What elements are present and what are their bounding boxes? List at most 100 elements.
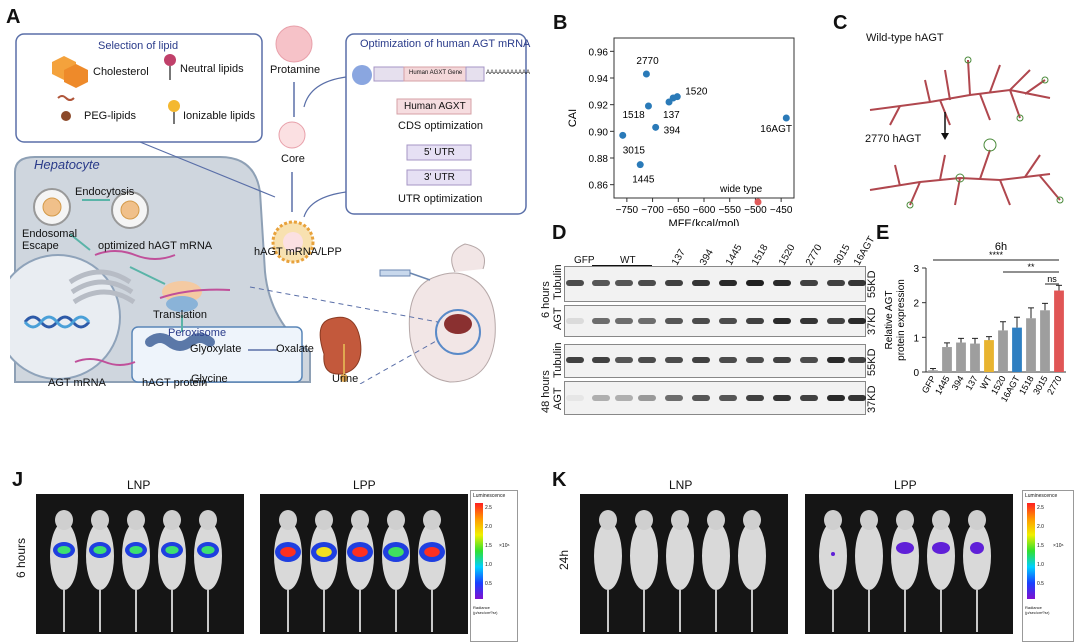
blot-band [848,318,866,324]
b-ytick-label: 0.88 [589,154,609,165]
mouse-body [738,522,766,590]
panel-a-schematic [10,25,527,384]
kd55-6h-label: 55KD [866,270,878,298]
blot-band [827,318,845,324]
panel-label-j: J [12,469,24,491]
mouse-head [671,510,689,530]
blot-band [592,395,610,401]
blot-band [638,357,656,363]
mouse-body [963,522,991,590]
mouse-head [163,510,181,530]
blot-band [638,395,656,401]
protamine-label: Protamine [270,64,321,76]
luminescence-signal [932,542,950,554]
k-cb-unit: Radiance (p/sec/cm²/sr) [1025,605,1050,615]
lane-label: 1445 [724,242,745,268]
b-point [754,198,762,206]
e-bar [1054,290,1064,372]
j-lnp-image [36,494,244,634]
luminescence-signal [970,542,984,554]
e-bar [984,340,994,372]
b-point [619,131,627,139]
glyoxylate-label: Glyoxylate [190,343,242,355]
b-ytick-label: 0.96 [589,47,609,58]
utr5-label: 5' UTR [424,147,455,158]
b-point-label: 394 [664,125,681,136]
b-xtick-label: −550 [718,205,741,216]
j-cb-exp: ×10⁶ [499,543,510,549]
b-point-label: 16AGT [760,124,792,135]
b-point-label: 1445 [632,175,655,186]
agt-6h-label: AGT [552,307,564,330]
b-point-label: 2770 [636,56,659,67]
wt-underline [592,265,652,266]
wildtype-structure-title: Wild-type hAGT [866,32,944,44]
mouse-head [968,510,986,530]
mouse-head [635,510,653,530]
k-lnp-title: LNP [669,478,693,492]
blot-band [665,318,683,324]
blot-band [848,280,866,286]
blot-band [592,357,610,363]
lane-label: 1520 [777,242,798,268]
blot-band [615,395,633,401]
cds-caption: CDS optimization [398,120,483,132]
lane-label: 394 [698,247,716,268]
blot-band [692,357,710,363]
j-colorbar: Luminescence 2.5 2.0 1.5 1.0 0.5 ×10⁶ Ra… [470,490,518,642]
e-ytick-label: 3 [913,264,919,275]
j-lpp-title: LPP [353,478,376,492]
blot-band [746,280,764,286]
blot-band [665,395,683,401]
blot-band [773,357,791,363]
lipid-neutral-label: Neutral lipids [180,63,244,75]
mouse-body [702,522,730,590]
b-xtick-label: −650 [667,205,690,216]
b-xtick-label: −700 [641,205,664,216]
luminescence-signal [896,542,914,554]
k-lpp-image [805,494,1013,634]
b-point [642,70,650,78]
blot-band [719,395,737,401]
j-colorbar-title: Luminescence [473,493,506,499]
luminescence-core [165,546,179,554]
mouse-body [855,522,883,590]
mouse-head [896,510,914,530]
k-lpp-title: LPP [894,478,917,492]
k-time-label: 24h [557,549,571,570]
blot-band [615,357,633,363]
mouse-head [279,510,297,530]
blot-band [638,318,656,324]
panel-label-b: B [553,12,568,34]
blot-band [827,395,845,401]
urine-label: Urine [332,373,359,385]
k-cb-tick-4: 0.5 [1037,581,1044,587]
blot-band [566,318,584,324]
b-yaxis-label: CAI [567,109,579,127]
mouse-head [55,510,73,530]
lane-label: WT [620,255,636,266]
e-yaxis-label: protein expression [896,279,907,361]
lane-label: 2770 [804,242,825,268]
blot-band [827,357,845,363]
blot-band [800,357,818,363]
lane-label: GFP [574,255,595,266]
b-xaxis-label: MFE(kcal/mol) [669,218,740,226]
opt-title: Optimization of human AGT mRNA [360,38,531,50]
lipid-peg-label: PEG-lipids [84,110,136,122]
mouse-head [91,510,109,530]
mouse-head [315,510,333,530]
k-cb-tick-0: 2.5 [1037,505,1044,511]
e-category-label: 1445 [933,374,952,396]
b-point [644,102,652,110]
mouse-body [630,522,658,590]
lane-label: 1518 [750,242,771,268]
panel-label-k: K [552,469,567,491]
k-cb-tick-2: 1.5 [1037,543,1044,549]
lipid-cholesterol-label: Cholesterol [93,66,149,78]
e-bar [1040,310,1050,372]
b-ytick-label: 0.86 [589,181,609,192]
k-cb-tick-3: 1.0 [1037,562,1044,568]
blot-band [800,318,818,324]
